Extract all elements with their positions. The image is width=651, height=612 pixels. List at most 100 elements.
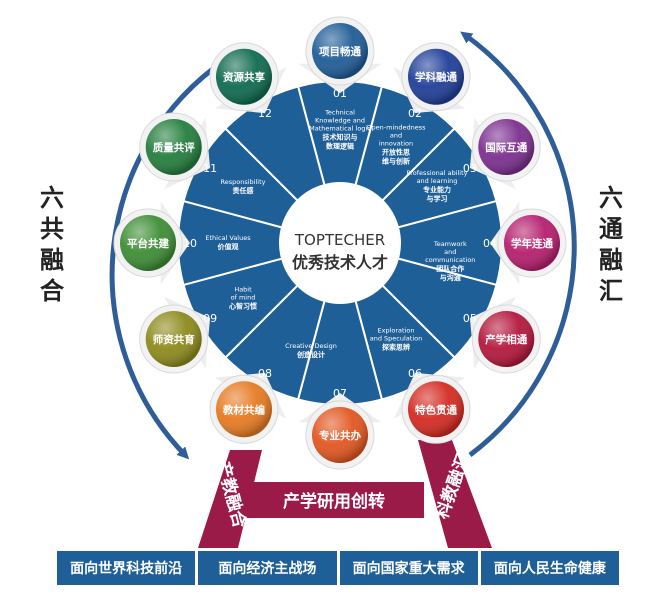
segment-text-en: Creative Design [285,342,337,350]
segment-text-cn: 与沟通 [440,273,462,282]
node-shine [145,311,202,367]
node-label: 产学相通 [485,333,527,346]
segment-text-en: Exploration [378,326,415,334]
segment-text-en: Mathematical logic [309,125,371,133]
node-label: 学科融通 [415,71,457,84]
node-label: 资源共享 [223,71,265,84]
node-label: 专业共办 [319,429,361,442]
center-title-en: TOPTECHER [294,231,385,249]
node-shine [216,381,272,438]
segment-text-cn: 价值观 [218,242,239,251]
node-shine [312,23,368,79]
node-bubble: 专业共办 07 [298,387,382,470]
node-bubble: 平台共建 10 [113,201,197,285]
segment-text-en: Ethical Values [205,234,251,242]
segment-text-cn: 开放性思 [382,148,410,157]
segment-text-cn: 与学习 [426,194,447,203]
node-number: 01 [333,87,347,100]
segment-text-cn: 维与创新 [382,157,410,166]
node-number: 05 [463,312,477,325]
node-shine [408,48,464,105]
node-shine [478,311,535,367]
segment-text-en: and Speculation [370,334,422,342]
segment-text-en: and learning [417,177,458,185]
node-shine [408,381,464,438]
node-shine [478,119,535,175]
node-shine [216,48,272,105]
segment-text-en: communication [425,256,475,264]
node-bubble: 学年连通 04 [483,201,567,285]
segment-text-en: Knowledge and [315,117,365,125]
segment-text-en: and [444,248,456,256]
segment-text-en: of mind [231,294,256,302]
node-shine [145,119,202,175]
segment-text-cn: 专业能力 [423,185,451,194]
node-shine [312,407,368,463]
node-number: 07 [333,387,347,400]
node-number: 06 [408,367,422,380]
node-label: 质量共评 [153,141,195,154]
right-cycle-arrow [460,31,577,458]
node-label: 项目畅通 [319,45,361,58]
node-bubble: 产学相通 05 [463,296,541,374]
segment-text-cn: 数理逻辑 [326,142,354,151]
node-number: 02 [408,107,422,120]
bottom-cell: 面向世界科技前沿 [57,551,196,585]
node-bubble: 质量共评 11 [139,112,217,190]
segment-text-en: innovation [379,140,413,148]
segment-text-en: Teamwork [433,240,467,248]
frame-middle-label: 产学研用创转 [283,491,385,512]
a-frame [198,440,492,548]
bottom-bar: 面向世界科技前沿 面向经济主战场 面向国家重大需求 面向人民生命健康 [57,551,619,585]
wheel-nodes: 项目畅通01学科融通02国际互通03学年连通04产学相通05特色贯通06专业共办… [113,16,567,470]
frame-crossbar [244,482,424,518]
segment-text-en: Habit [234,286,252,294]
frame-left-leg [198,450,262,548]
segment-text-en: Open-mindedness [366,124,426,132]
segment-text-cn: 创造设计 [296,350,325,359]
node-bubble: 项目畅通 01 [298,16,382,100]
left-side-label: 六 共 融 合 [40,184,64,305]
node-label: 师资共育 [153,333,195,346]
bottom-cell: 面向经济主战场 [198,551,337,585]
node-number: 11 [203,162,217,175]
node-bubble: 国际互通 03 [463,112,541,190]
center-title-cn: 优秀技术人才 [292,253,388,272]
node-shine [120,215,176,271]
segment-text-en: Professional ability [406,169,467,177]
node-label: 国际互通 [485,142,527,154]
segment-text-cn: 探索思辨 [382,342,410,351]
segment-text-cn: 团队合作 [436,264,464,273]
segment-text-cn: 责任感 [233,186,254,195]
segment-text-en: Technical [324,109,355,117]
segment-text-en: and [390,132,402,140]
node-number: 10 [183,237,197,250]
segment-text-en: Responsibility [221,178,266,186]
segment-text-cn: 心智习惯 [229,302,257,311]
bottom-cell: 面向人民生命健康 [480,551,619,585]
node-label: 平台共建 [127,237,169,250]
node-number: 03 [463,162,477,175]
node-number: 12 [258,107,272,120]
node-number: 04 [483,237,497,250]
node-bubble: 资源共享 12 [209,42,287,120]
bottom-cell: 面向国家重大需求 [339,551,478,585]
node-label: 学年连通 [511,237,553,250]
node-bubble: 学科融通 02 [393,42,471,120]
node-label: 教材共编 [222,403,265,416]
node-shine [504,215,560,271]
